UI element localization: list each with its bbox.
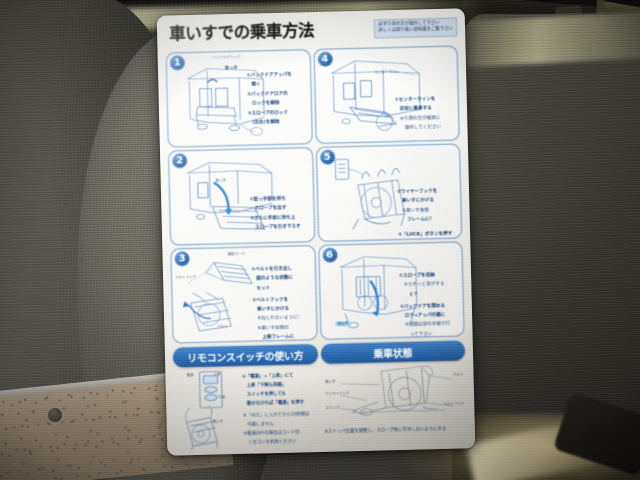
floor-bolt (48, 408, 62, 422)
step-5-line-1: 車いすにかける (397, 198, 435, 205)
status-section: 乗車状態 (320, 340, 467, 448)
status-callout-0: 車いす (325, 379, 336, 384)
step-3-line-3: ②ベルトフックを (252, 297, 289, 304)
step-panel-2: 2 取っ手 (167, 147, 315, 246)
remote-callout-3: 車いす (212, 419, 224, 424)
caution-line-2: 詳しくは取り扱い説明書をご覧下さい (378, 26, 454, 34)
step-4-line-3: 操作してください (395, 125, 442, 132)
remote-callout-0: 電源 (186, 373, 194, 378)
step-2-text: ①取っ手部を持ち スロープを出す ②さらに手前に持ち上 スロープを引き下ろす (250, 196, 311, 235)
step-1-text: ①バックドアアッパを 開く ②バックドアロアの ロックを解除 ③スロープのロック… (247, 72, 308, 130)
step-6-line-0: ①スロープを収納 (399, 273, 435, 279)
step-5-line-3: フレームに! (397, 217, 432, 224)
step-3-callout-0: 補助マーク (227, 251, 246, 257)
step-6-text: ①スロープを収納 ※カチッと音がする まで ②バックドアを閉める ロア→アッパの… (399, 273, 461, 340)
step-6-line-1: ※カチッと音がする (399, 282, 445, 289)
step-1-callout-0: ハンドルグリップ (212, 54, 241, 60)
remote-line-5: 作動しません (243, 422, 274, 428)
step-6-line-4: ロア→アッパの順に (400, 312, 446, 320)
step-3-line-0: ①ベルトを引き出し (251, 266, 293, 273)
step-6-line-6: って下さい (400, 332, 433, 338)
bottom-sections: リモコンスイッチの使い方 (172, 340, 467, 453)
step-4-text: ①センターラインを 目安に乗車する ※介添の方が確実に 操作してください (395, 97, 456, 136)
step-panel-1: 1 (165, 49, 313, 148)
status-callout-4: ベルトフック (443, 401, 465, 406)
step-1-line-0: ①バックドアアッパを (246, 72, 292, 79)
step-3-line-1: 図のような状態に (251, 275, 294, 282)
step-4-line-1: 目安に乗車する (394, 106, 432, 113)
remote-section-heading: リモコンスイッチの使い方 (172, 344, 318, 368)
step-6-line-5: ※開閉は逆の手順で行 (400, 322, 451, 329)
remote-section: リモコンスイッチの使い方 (172, 344, 320, 453)
status-callout-1: ワイヤーフック (325, 391, 350, 396)
step-6-line-2: まで (399, 292, 419, 298)
remote-line-6: ※電源OFFの場合はコード付 (243, 430, 300, 437)
step-3-line-5: ※ねじれないように! (252, 315, 300, 323)
caution-note: 必ず介添の方が操作して下さい 詳しくは取り扱い説明書をご覧下さい (374, 17, 458, 39)
step-panel-4: 4 (313, 45, 460, 144)
remote-line-7: リモコンを利用ください (243, 439, 297, 447)
instruction-placard: 車いすでの乗車方法 必ず介添の方が操作して下さい 詳しくは取り扱い説明書をご覧下… (156, 8, 476, 456)
remote-line-4: ※「ACC」に入れてから10秒間は (242, 412, 310, 419)
step-2-line-2: ②さらに手前に持ち上 (250, 215, 296, 222)
remote-section-body: 電源 上昇 下降 車いす ①「電源」→「上昇」にて 上昇「下降も同様」 スイッチ… (173, 367, 319, 453)
remote-line-0: ①「電源」→「上昇」にて (241, 373, 294, 380)
step-3-text: ①ベルトを引き出し 図のような状態に セット ②ベルトフックを 車いすにかける … (251, 266, 313, 343)
step-5-line-2: ※車いす後部 (397, 208, 429, 214)
steps-grid: 1 (165, 45, 465, 344)
step-5-text: ①ワイヤーフックを 車いすにかける ※車いす後部 フレームに! ②「LOCK」ボ… (397, 189, 458, 242)
step-4-line-2: ※介添の方が確実に (395, 115, 441, 122)
step-6-callout-0: ロック (334, 321, 352, 327)
step-panel-6: 6 (317, 241, 465, 340)
step-3-line-4: 車いすにかける (252, 306, 290, 313)
status-section-heading: 乗車状態 (320, 340, 466, 364)
step-3-callout-2: ベルト (217, 324, 228, 329)
step-3-line-7: 上側フレームに (253, 334, 295, 341)
remote-line-3: 動かなければ「電源」を押す (242, 400, 305, 408)
remote-text: ①「電源」→「上昇」にて 上昇「下降も同様」 スイッチを押しても 動かなければ「… (242, 373, 320, 450)
step-4-line-0: ①センターラインを (394, 97, 436, 104)
step-1-callout-1: 取っ手 (224, 64, 238, 71)
status-callout-2: ストッパ (325, 405, 340, 410)
remote-callout-1: 上昇 (213, 372, 221, 377)
step-2-callout-0: 取っ手 (215, 178, 227, 183)
step-2-line-0: ①取っ手部を持ち (249, 196, 286, 203)
step-4-callout-0: センターライン (374, 69, 400, 75)
step-3-line-2: セット (251, 285, 271, 292)
step-panel-3: 3 (170, 245, 318, 344)
status-callout-3: ベルト (452, 372, 464, 377)
remote-line-2: スイッチを押しても (242, 392, 287, 399)
remote-callout-2: 下降 (217, 395, 226, 400)
status-section-body: 車いす ワイヤーフック ストッパ ベルト ベルトフック ※ストッパ位置を調整し、… (321, 363, 467, 449)
step-5-line-4: ②「LOCK」ボタンを押す (398, 231, 453, 239)
step-1-line-2: ②バックドアロアの (247, 91, 288, 98)
step-6-line-3: ②バックドアを閉める (399, 303, 446, 310)
step-3-callout-1: ベルトフック (175, 274, 197, 280)
remote-line-1: 上昇「下降も同様」 (242, 382, 287, 389)
step-2-line-3: スロープを引き下ろす (250, 224, 301, 231)
step-2-line-1: スロープを出す (249, 206, 287, 212)
step-3-line-6: ※車いす前側の (252, 325, 289, 332)
step-1-line-1: 開く (246, 82, 261, 89)
status-note: ※ストッパ位置を調整し、スロープ等に干渉しないようにする (324, 426, 447, 435)
step-1-line-4: ③スロープのロック (247, 110, 289, 117)
step-1-line-3: ロックを解除 (247, 101, 280, 107)
step-panel-5: 5 (315, 143, 463, 242)
step-1-line-5: (左右)を解除 (247, 119, 280, 126)
step-5-line-0: ①ワイヤーフックを (396, 189, 438, 196)
page-title: 車いすでの乗車方法 (168, 20, 315, 44)
